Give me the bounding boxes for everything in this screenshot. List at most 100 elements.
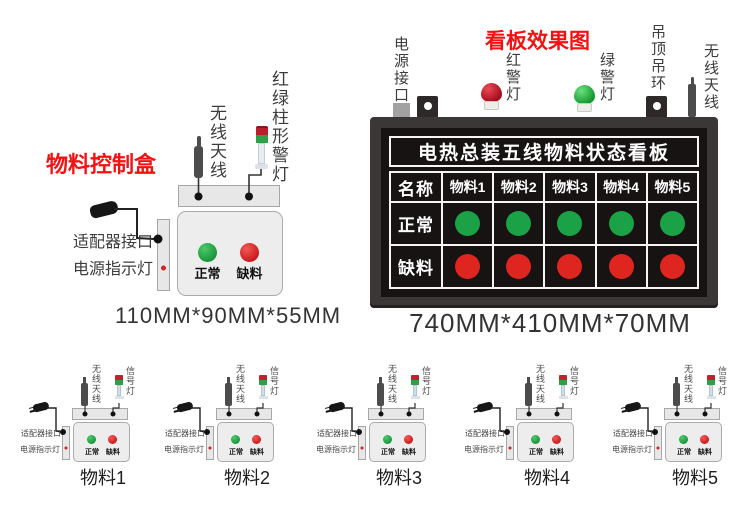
module-signal-label: 信号灯 — [421, 366, 431, 396]
signal-red-segment — [411, 375, 419, 380]
shortage-button-label: 缺料 — [236, 266, 263, 281]
tower-warning-light — [255, 126, 268, 169]
module-power-led-label: 电源指示灯 — [612, 445, 652, 454]
board-shortage-cell — [647, 246, 697, 287]
module-antenna — [81, 377, 88, 406]
signal-stem — [413, 385, 417, 396]
signal-green-segment — [707, 380, 715, 385]
module-normal-label: 正常 — [677, 449, 691, 456]
control-box-dimensions: 110MM*90MM*55MM — [115, 303, 342, 328]
module-shortage-label: 缺料 — [106, 449, 120, 456]
signal-red-segment — [115, 375, 123, 380]
material-module: 无线天线 信号灯 正常 缺料 适配器接口 电源指示灯 — [316, 362, 474, 516]
module-antenna — [377, 377, 384, 406]
module-side-strip — [358, 426, 366, 460]
red-alarm-label: 红警灯 — [504, 52, 520, 103]
module-signal-light — [115, 375, 124, 399]
module-signal-label: 信号灯 — [717, 366, 727, 396]
signal-red-segment — [259, 375, 267, 380]
module-shortage-button — [108, 435, 117, 444]
module-caption: 物料4 — [523, 468, 570, 488]
signal-base — [559, 396, 568, 399]
module-body: 正常 缺料 — [665, 422, 722, 462]
left-section-title: 物料控制盒 — [46, 152, 157, 177]
normal-status-light — [608, 211, 634, 236]
module-top-strip — [216, 408, 272, 420]
module-power-led-label: 电源指示灯 — [20, 445, 60, 454]
module-normal-button — [531, 435, 540, 444]
module-antenna — [225, 377, 232, 406]
module-adapter-plug — [32, 401, 50, 413]
board-shortage-cell — [443, 246, 493, 287]
power-led-label: 电源指示灯 — [72, 261, 153, 278]
bracket-hole — [652, 102, 661, 110]
module-signal-label: 信号灯 — [269, 366, 279, 396]
module-shortage-label: 缺料 — [402, 449, 416, 456]
module-adapter-port-label: 适配器接口 — [21, 429, 61, 438]
module-adapter-plug — [624, 401, 642, 413]
signal-red-segment — [559, 375, 567, 380]
power-port-tab — [393, 103, 410, 118]
signal-base — [115, 396, 124, 399]
module-power-led-label: 电源指示灯 — [164, 445, 204, 454]
tower-red-segment — [255, 126, 268, 135]
module-shortage-button — [552, 435, 561, 444]
module-side-strip — [206, 426, 214, 460]
material-module: 无线天线 信号灯 正常 缺料 适配器接口 电源指示灯 — [612, 362, 750, 516]
board-normal-cell — [596, 203, 646, 244]
hanging-ring-label: 吊顶吊环 — [649, 24, 665, 92]
signal-green-segment — [259, 380, 267, 385]
module-signal-light — [259, 375, 268, 399]
module-adapter-port-label: 适配器接口 — [317, 429, 357, 438]
module-body: 正常 缺料 — [217, 422, 274, 462]
normal-status-light — [506, 211, 532, 236]
normal-status-light — [659, 211, 685, 236]
module-signal-light — [707, 375, 716, 399]
control-box-body — [177, 211, 283, 296]
module-normal-label: 正常 — [529, 449, 543, 456]
module-side-strip — [506, 426, 514, 460]
module-caption: 物料1 — [79, 468, 126, 488]
wireless-antenna-tip — [196, 136, 201, 147]
board-col-header: 物料2 — [494, 173, 544, 201]
board-header-name: 名称 — [391, 173, 441, 201]
module-top-strip — [516, 408, 572, 420]
shortage-status-light — [608, 254, 634, 279]
green-bulb-dome — [574, 85, 595, 104]
module-normal-button — [231, 435, 240, 444]
shortage-status-light — [455, 254, 481, 279]
mounting-bracket-right — [646, 96, 667, 118]
module-shortage-label: 缺料 — [250, 449, 264, 456]
module-shortage-label: 缺料 — [698, 449, 712, 456]
adapter-port-label: 适配器接口 — [72, 234, 153, 251]
red-alarm-bulb — [481, 83, 502, 110]
module-antenna-label: 无线天线 — [387, 364, 397, 404]
board-col-header: 物料5 — [647, 173, 697, 201]
module-normal-button — [383, 435, 392, 444]
module-adapter-port-label: 适配器接口 — [165, 429, 205, 438]
shortage-status-light — [557, 254, 583, 279]
module-shortage-button — [700, 435, 709, 444]
board-antenna — [688, 84, 696, 117]
normal-button-label: 正常 — [194, 266, 221, 281]
red-bulb-base — [484, 101, 499, 110]
module-adapter-port-label: 适配器接口 — [465, 429, 505, 438]
green-alarm-bulb — [574, 85, 595, 112]
module-top-strip — [368, 408, 424, 420]
module-antenna-label: 无线天线 — [235, 364, 245, 404]
module-power-led-label: 电源指示灯 — [464, 445, 504, 454]
material-module: 无线天线 信号灯 正常 缺料 适配器接口 电源指示灯 — [464, 362, 622, 516]
board-shortage-cell — [545, 246, 595, 287]
signal-green-segment — [559, 380, 567, 385]
green-alarm-label: 绿警灯 — [598, 52, 614, 103]
shortage-status-light — [506, 254, 532, 279]
module-side-strip — [62, 426, 70, 460]
board-shortage-cell — [494, 246, 544, 287]
module-body: 正常 缺料 — [369, 422, 426, 462]
signal-red-segment — [707, 375, 715, 380]
module-body: 正常 缺料 — [517, 422, 574, 462]
mounting-bracket-left — [417, 96, 438, 118]
module-top-strip — [72, 408, 128, 420]
